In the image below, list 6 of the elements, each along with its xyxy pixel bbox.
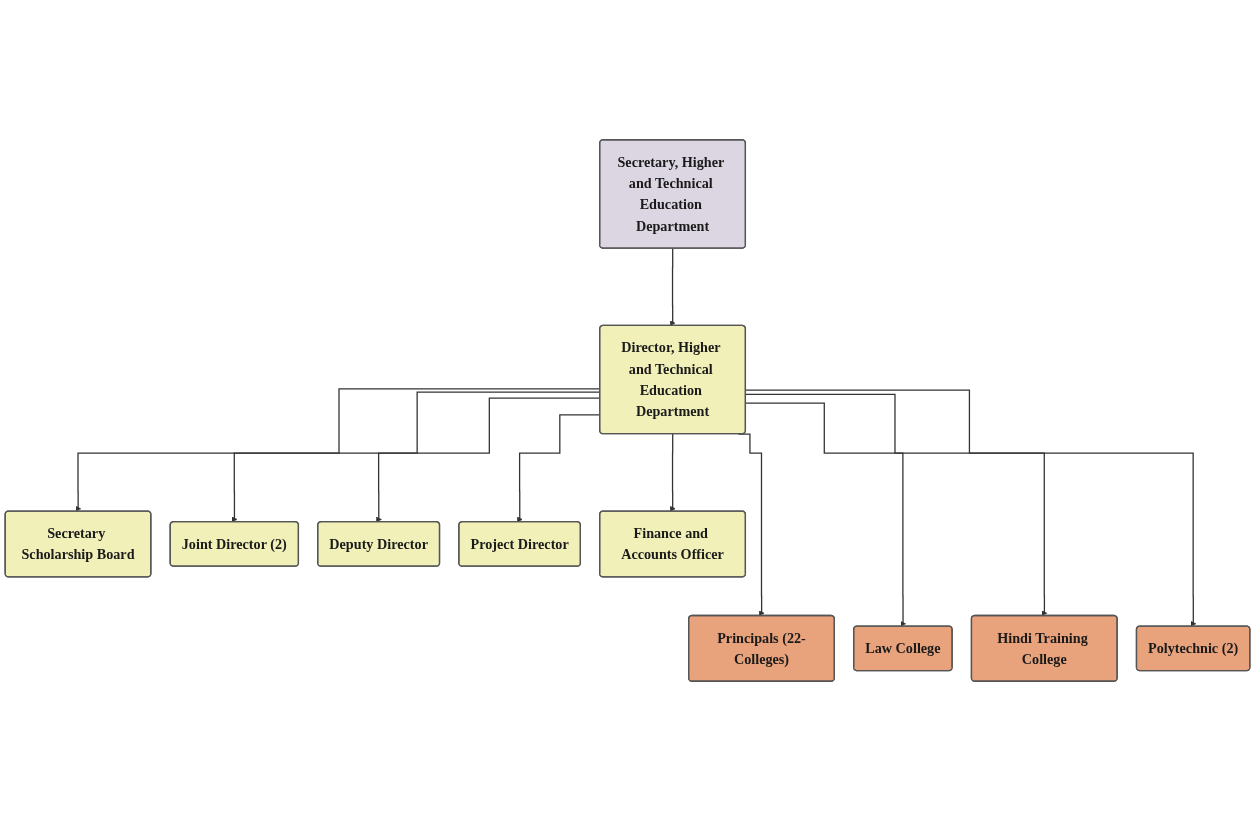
arrow (745, 389, 1197, 627)
arrow (737, 433, 765, 617)
arrow (745, 393, 1048, 617)
arrow (745, 402, 906, 627)
arrow (670, 247, 676, 326)
arrow (670, 433, 676, 512)
